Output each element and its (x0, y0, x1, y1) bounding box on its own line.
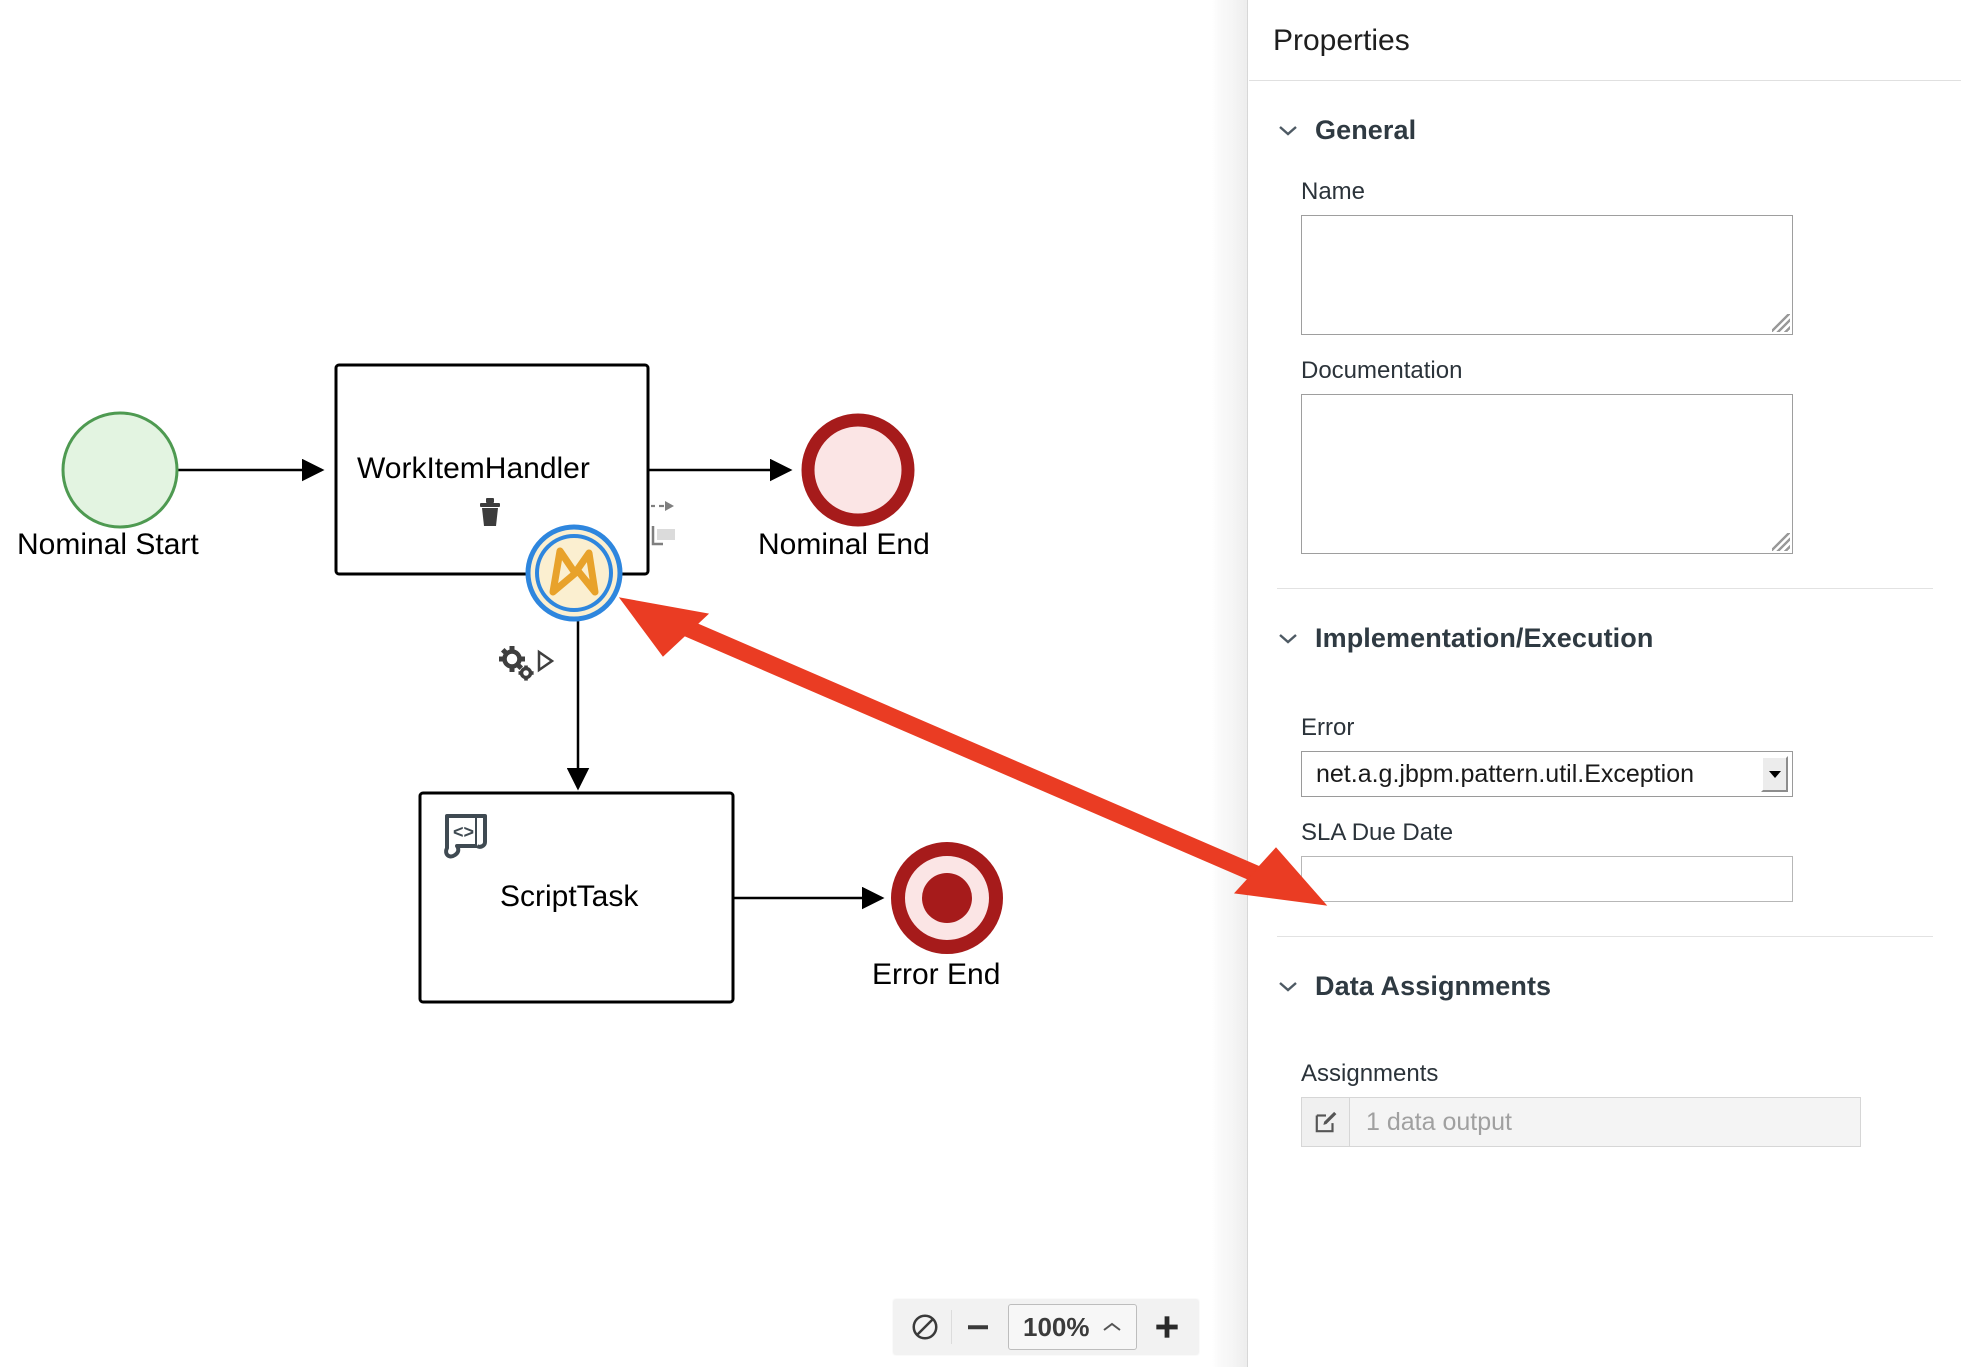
assignments-value: 1 data output (1366, 1107, 1512, 1136)
section-implementation-execution-header[interactable]: Implementation/Execution (1249, 589, 1961, 664)
bpmn-diagram: <> (61, 363, 1003, 1004)
properties-panel: Properties General Name Documentation (1249, 0, 1961, 1367)
section-data-assignments: Data Assignments Assignments 1 data outp… (1249, 937, 1961, 1147)
section-implementation-execution: Implementation/Execution Error net.a.g.j… (1249, 589, 1961, 902)
chevron-down-icon (1277, 627, 1299, 649)
zoom-toolbar[interactable]: 100% (893, 1299, 1199, 1355)
label-workitemhandler: WorkItemHandler (357, 452, 590, 485)
node-nominal-start (61, 411, 179, 529)
minus-icon (968, 1325, 988, 1330)
assignments-label: Assignments (1301, 1060, 1439, 1087)
play-triangle-icon (537, 649, 555, 673)
name-label: Name (1301, 178, 1366, 205)
documentation-input[interactable] (1301, 394, 1793, 554)
label-error-end: Error End (872, 958, 1001, 991)
edit-pencil-icon (1315, 1111, 1336, 1133)
panel-title: Properties (1273, 24, 1410, 57)
section-general: General Name Documentation (1249, 81, 1961, 554)
panel-title-divider (1249, 80, 1961, 81)
chevron-up-icon (1102, 1316, 1122, 1339)
node-workitemhandler (334, 363, 650, 576)
dashed-arrow-icon (651, 501, 674, 511)
chevron-down-icon (1277, 975, 1299, 997)
field-sla-due-date: SLA Due Date (1249, 819, 1961, 902)
label-nominal-start: Nominal Start (17, 528, 199, 561)
field-name: Name (1249, 178, 1961, 335)
edit-assignments-button[interactable] (1302, 1098, 1350, 1146)
zoom-level-selector[interactable]: 100% (1008, 1304, 1137, 1350)
section-data-assignments-header[interactable]: Data Assignments (1249, 937, 1961, 1012)
node-scripttask (418, 791, 735, 1004)
panel-splitter[interactable] (1212, 0, 1248, 1367)
chevron-down-icon (1277, 119, 1299, 141)
zoom-in-button[interactable] (1141, 1301, 1193, 1353)
chevron-down-icon (1768, 770, 1781, 778)
section-general-header[interactable]: General (1249, 81, 1961, 156)
zoom-out-button[interactable] (952, 1301, 1004, 1353)
error-select-value: net.a.g.jbpm.pattern.util.Exception (1316, 759, 1695, 788)
annotation-icon (651, 526, 675, 546)
node-error-end (891, 842, 1003, 954)
sla-due-date-input[interactable] (1301, 856, 1793, 902)
field-assignments: Assignments 1 data output (1249, 1012, 1961, 1147)
label-nominal-end: Nominal End (758, 528, 930, 561)
svg-text:<>: <> (453, 822, 474, 842)
section-implementation-execution-title: Implementation/Execution (1315, 623, 1654, 653)
zoom-level-value: 100% (1023, 1311, 1090, 1342)
assignments-row[interactable]: 1 data output (1301, 1097, 1861, 1147)
error-label: Error (1301, 714, 1355, 741)
process-diagram-canvas[interactable]: <> Nominal Start WorkItemHandler Nominal… (0, 0, 1212, 1367)
name-input[interactable] (1301, 215, 1793, 335)
section-divider (1277, 936, 1933, 937)
field-error: Error net.a.g.jbpm.pattern.util.Exceptio… (1249, 664, 1961, 797)
error-select-dropdown-button[interactable] (1761, 756, 1788, 792)
gears-icon (499, 646, 534, 681)
plus-icon (1155, 1316, 1178, 1338)
no-zoom-icon (912, 1314, 938, 1340)
section-data-assignments-title: Data Assignments (1315, 971, 1552, 1001)
node-error-boundary-event (525, 524, 623, 622)
error-select[interactable]: net.a.g.jbpm.pattern.util.Exception (1301, 751, 1793, 797)
section-general-title: General (1315, 115, 1417, 145)
label-scripttask: ScriptTask (500, 880, 639, 913)
sla-due-date-label: SLA Due Date (1301, 819, 1454, 846)
trash-icon (480, 498, 500, 526)
toolbar-divider (951, 1310, 952, 1344)
task-side-icons (651, 501, 675, 546)
reset-zoom-button[interactable] (899, 1301, 951, 1353)
documentation-label: Documentation (1301, 357, 1463, 384)
resize-grip-icon[interactable] (1772, 314, 1790, 332)
node-nominal-end (801, 413, 915, 527)
resize-grip-icon[interactable] (1772, 533, 1790, 551)
section-divider (1277, 588, 1933, 589)
script-icon: <> (444, 814, 487, 859)
field-documentation: Documentation (1249, 357, 1961, 554)
